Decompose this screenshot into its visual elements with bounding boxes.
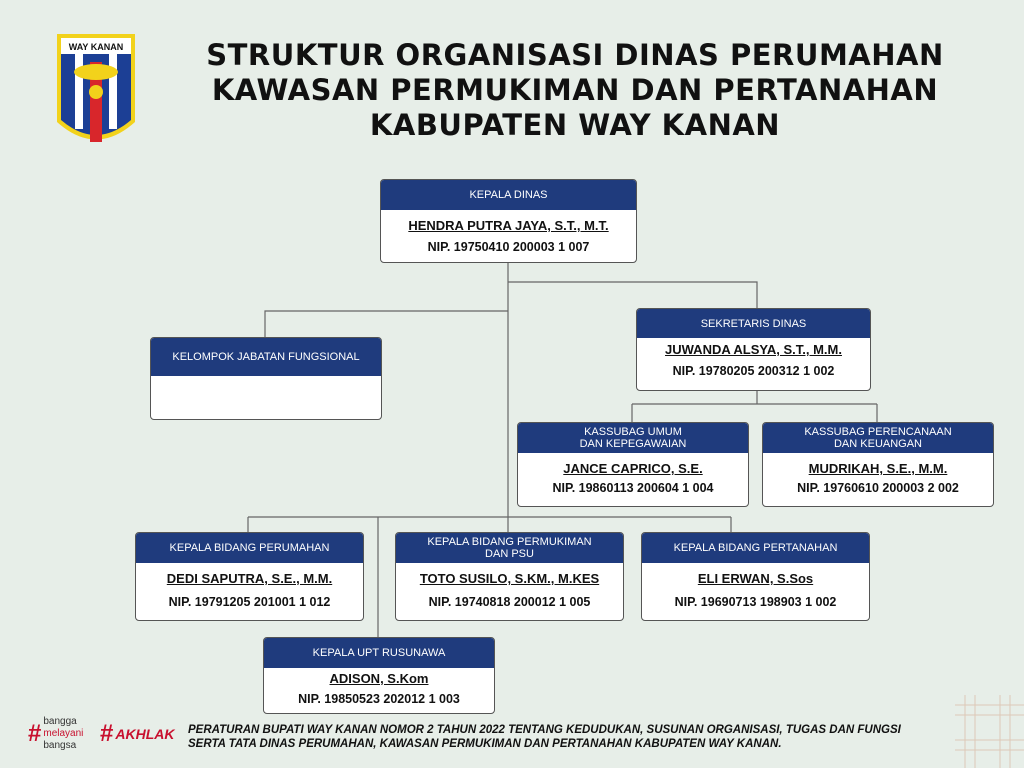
title-line: KASSUBAG PERENCANAAN — [804, 426, 952, 438]
footer-line-2: SERTA TATA DINAS PERUMAHAN, KAWASAN PERM… — [188, 738, 782, 750]
official-name: JANCE CAPRICO, S.E. — [563, 461, 703, 476]
title-line-2: KAWASAN PERMUKIMAN DAN PERTANAHAN — [211, 73, 939, 107]
title-line: DAN KEUANGAN — [833, 438, 923, 450]
official-nip: NIP. 19780205 200312 1 002 — [672, 364, 835, 378]
page-title: STRUKTUR ORGANISASI DINAS PERUMAHAN KAWA… — [170, 38, 980, 143]
hash-mark: # — [28, 720, 42, 747]
upt-rusunawa-box: KEPALA UPT RUSUNAWA ADISON, S.Kom NIP. 1… — [263, 637, 495, 714]
box-title: SEKRETARIS DINAS — [637, 309, 870, 338]
regulation-footer: PERATURAN BUPATI WAY KANAN NOMOR 2 TAHUN… — [188, 723, 901, 751]
footer-line-1: PERATURAN BUPATI WAY KANAN NOMOR 2 TAHUN… — [188, 724, 901, 736]
title-line: DAN KEPEGAWAIAN — [579, 438, 687, 450]
box-title: KEPALA BIDANG PERTANAHAN — [642, 533, 869, 563]
official-name: ELI ERWAN, S.Sos — [697, 571, 814, 586]
svg-text:WAY KANAN: WAY KANAN — [69, 42, 124, 52]
box-title: KEPALA DINAS — [381, 180, 636, 210]
box-title: KEPALA BIDANG PERUMAHAN — [136, 533, 363, 563]
kepala-dinas-box: KEPALA DINAS HENDRA PUTRA JAYA, S.T., M.… — [380, 179, 637, 263]
fungsional-box: KELOMPOK JABATAN FUNGSIONAL — [150, 337, 382, 420]
title-line-3: KABUPATEN WAY KANAN — [369, 108, 781, 142]
hash-mark: # — [100, 720, 114, 747]
official-nip: NIP. 19760610 200003 2 002 — [797, 481, 959, 495]
official-name: DEDI SAPUTRA, S.E., M.M. — [166, 571, 333, 586]
official-name: HENDRA PUTRA JAYA, S.T., M.T. — [408, 218, 609, 233]
box-title: KELOMPOK JABATAN FUNGSIONAL — [151, 338, 381, 376]
brand-word: bangga — [43, 716, 77, 727]
way-kanan-logo: WAY KANAN — [55, 32, 137, 154]
box-title-text: KELOMPOK JABATAN FUNGSIONAL — [172, 351, 360, 363]
official-nip: NIP. 19860113 200604 1 004 — [552, 481, 714, 495]
official-nip: NIP. 19791205 201001 1 012 — [168, 595, 331, 609]
decorative-pattern — [955, 695, 1024, 768]
brand-word: melayani — [43, 728, 84, 739]
brand-word: bangsa — [43, 740, 77, 751]
box-title: KEPALA UPT RUSUNAWA — [264, 638, 494, 668]
bidang-perumahan-box: KEPALA BIDANG PERUMAHAN DEDI SAPUTRA, S.… — [135, 532, 364, 621]
official-name: JUWANDA ALSYA, S.T., M.M. — [665, 342, 842, 357]
sekretaris-box: SEKRETARIS DINAS JUWANDA ALSYA, S.T., M.… — [636, 308, 871, 391]
title-line: KASSUBAG UMUM — [584, 426, 682, 438]
bidang-pertanahan-box: KEPALA BIDANG PERTANAHAN ELI ERWAN, S.So… — [641, 532, 870, 621]
official-nip: NIP. 19850523 202012 1 003 — [298, 692, 460, 706]
official-name: TOTO SUSILO, S.KM., M.KES — [419, 571, 600, 586]
official-name: ADISON, S.Kom — [329, 671, 429, 686]
official-nip: NIP. 19690713 198903 1 002 — [674, 595, 837, 609]
title-line: DAN PSU — [485, 548, 534, 560]
akhlak-logo: #AKHLAK — [100, 722, 174, 746]
title-line-1: STRUKTUR ORGANISASI DINAS PERUMAHAN — [206, 38, 944, 72]
official-nip: NIP. 19740818 200012 1 005 — [428, 595, 591, 609]
official-nip: NIP. 19750410 200003 1 007 — [427, 240, 590, 254]
brand-word: AKHLAK — [115, 726, 175, 742]
title-line: KEPALA BIDANG PERMUKIMAN — [427, 536, 592, 548]
bangga-melayani-bangsa-logo: # bangga melayani bangsa — [28, 716, 83, 752]
official-name: MUDRIKAH, S.E., M.M. — [808, 461, 948, 476]
